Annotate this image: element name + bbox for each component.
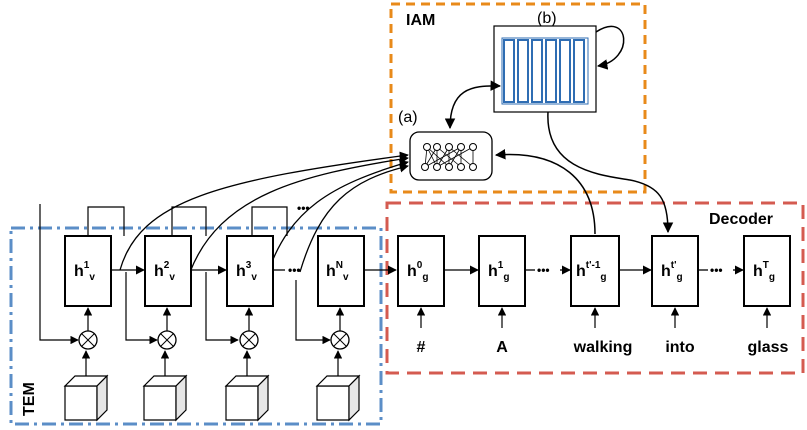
encoder-top-ellipsis: ••• [297, 201, 310, 215]
frame-cube-4 [315, 374, 361, 422]
memory-self-loop [595, 25, 625, 70]
decoder-input-3: into [665, 339, 695, 356]
gate-4 [330, 330, 350, 350]
encoder-gate-feeds [39, 204, 331, 345]
encoder-state-h2: h2v [144, 235, 192, 307]
cube-up-arrows [81, 350, 343, 376]
frame-cube-2 [142, 374, 188, 422]
decoder-state-ht-1: ht'-1g [570, 235, 620, 307]
decoder-input-arrows [416, 307, 772, 328]
memory-to-decoder-arrow [547, 111, 674, 234]
decoder-region [385, 201, 805, 375]
iam-region [389, 2, 647, 194]
encoder-state-h3: h3v [226, 235, 274, 307]
decoder-prev-to-attention-arrow [494, 149, 596, 235]
decoder-input-4: glass [748, 339, 789, 356]
encoder-state-hN: hNv [317, 235, 365, 307]
frame-cube-1 [63, 374, 109, 422]
gate-3 [239, 330, 259, 350]
attention-network-icon [409, 131, 493, 181]
encoder-ellipsis: ••• [288, 263, 301, 277]
marker-a: (a) [398, 109, 418, 126]
decoder-ellipsis-1: ••• [537, 263, 550, 277]
tem-region [9, 226, 383, 426]
gate-1 [78, 330, 98, 350]
decoder-input-1: A [496, 339, 508, 356]
encoder-attention-links [119, 151, 409, 273]
tem-label: TEM [21, 382, 38, 416]
decoder-ellipsis-2: ••• [710, 263, 723, 277]
decoder-input-2: walking [573, 339, 633, 356]
iam-label: IAM [406, 12, 435, 29]
frame-cube-3 [224, 374, 270, 422]
gate-2 [157, 330, 177, 350]
decoder-state-ht: ht'g [651, 235, 699, 307]
decoder-label: Decoder [709, 211, 773, 228]
decoder-input-0: # [417, 339, 426, 356]
decoder-state-h1: h1g [478, 235, 526, 307]
attention-memory-arrow [444, 80, 502, 130]
encoder-state-h1: h1v [64, 235, 112, 307]
encoder-top-loops [87, 206, 288, 236]
memory-block [493, 25, 597, 113]
decoder-state-h0: h0g [397, 235, 445, 307]
gate-up-arrows [83, 307, 345, 331]
decoder-state-hT: hTg [743, 235, 791, 307]
marker-b: (b) [537, 10, 557, 27]
